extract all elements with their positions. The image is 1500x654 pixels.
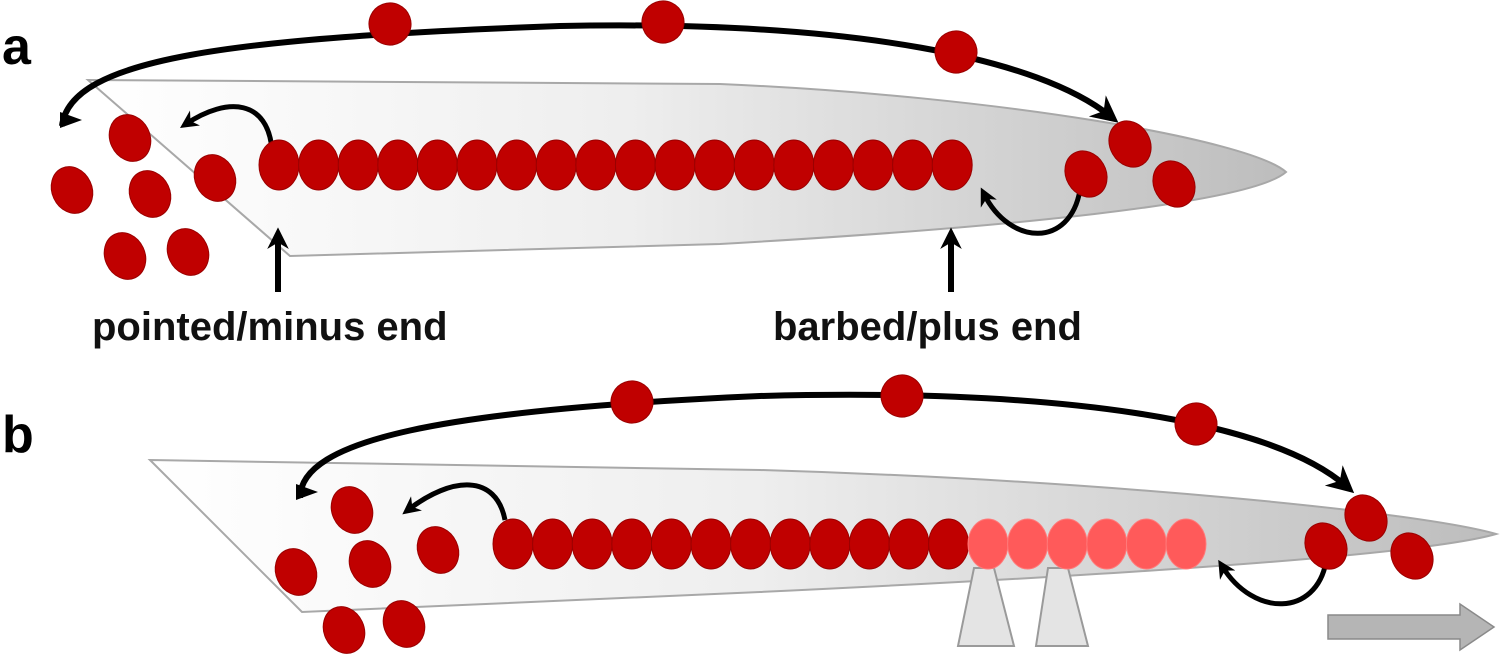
barbed-end-label: barbed/plus end [773, 305, 1082, 349]
free-subunit [103, 232, 147, 280]
filament-subunit [809, 518, 851, 570]
recycling-arc-b-tail [296, 484, 318, 500]
filament-subunit-highlighted [1165, 518, 1207, 570]
filament-subunit [298, 139, 340, 191]
filament-subunit [848, 518, 890, 570]
diffusing-subunit [641, 0, 685, 44]
diffusing-subunit [368, 2, 412, 46]
association-arrow-b-icon [1218, 559, 1329, 607]
filament-subunit [337, 139, 379, 191]
subunits-b [274, 374, 1434, 654]
diffusing-subunit [880, 374, 924, 418]
free-subunit [108, 114, 152, 162]
free-subunit [1064, 150, 1108, 198]
filament-subunit-highlighted [967, 518, 1009, 570]
filament-subunit [456, 139, 498, 191]
filament-subunit [733, 139, 775, 191]
panel-a: a pointed/minus end barbed/plus end [2, 0, 1288, 349]
dissociation-arrow-b-icon [402, 482, 508, 521]
recycling-arc-icon [59, 22, 1119, 127]
filament-subunit [694, 139, 736, 191]
filament-subunit [492, 518, 534, 570]
diffusing-subunit [934, 30, 978, 74]
filament-subunit [614, 139, 656, 191]
association-arrow-icon [980, 187, 1083, 236]
filament-subunit [892, 139, 934, 191]
free-subunit [330, 486, 374, 534]
filament-subunit [611, 518, 653, 570]
filament-subunit [654, 139, 696, 191]
filament-subunit-highlighted [1007, 518, 1049, 570]
subunits-a [50, 0, 1196, 280]
pointed-end-label: pointed/minus end [92, 305, 448, 349]
free-subunit [1390, 532, 1434, 580]
panel-a-letter: a [2, 18, 32, 76]
filament-subunit [769, 518, 811, 570]
recycling-arc-tail [60, 112, 82, 128]
filament-subunit [812, 139, 854, 191]
filament-subunit [416, 139, 458, 191]
panel-b: b [2, 374, 1500, 654]
diffusing-subunit [610, 380, 654, 424]
filament-subunit [377, 139, 419, 191]
filament-subunit-highlighted [1046, 518, 1088, 570]
motor-2 [1034, 567, 1090, 647]
filament-subunit [650, 518, 692, 570]
free-subunit [1108, 120, 1152, 168]
filament-subunit [931, 139, 973, 191]
filament-subunit [571, 518, 613, 570]
free-subunit [1344, 494, 1388, 542]
free-subunit [193, 154, 237, 202]
filament-subunit [532, 518, 574, 570]
filament-subunit [496, 139, 538, 191]
free-subunit [1152, 160, 1196, 208]
free-subunit [322, 606, 366, 654]
filament-subunit-highlighted [1086, 518, 1128, 570]
dissociation-arrow-icon [180, 104, 275, 151]
free-subunit [1304, 522, 1348, 570]
treadmill-direction-icon [1327, 602, 1496, 652]
filament-subunit [888, 518, 930, 570]
free-subunit [382, 600, 426, 648]
free-subunit [348, 540, 392, 588]
filament-subunit [575, 139, 617, 191]
diffusing-subunit [1174, 402, 1218, 446]
free-subunit [128, 170, 172, 218]
filament-subunit [258, 139, 300, 191]
recycling-arc-b-icon [297, 391, 1355, 499]
panel-b-letter: b [2, 406, 34, 464]
filament-subunit [690, 518, 732, 570]
filament-subunit [730, 518, 772, 570]
free-subunit [50, 166, 94, 214]
filament-subunit-highlighted [1125, 518, 1167, 570]
filament-subunit [773, 139, 815, 191]
filament-subunit [535, 139, 577, 191]
free-subunit [416, 526, 460, 574]
filament-subunit [852, 139, 894, 191]
free-subunit [166, 228, 210, 276]
filament-subunit [928, 518, 970, 570]
free-subunit [274, 548, 318, 596]
